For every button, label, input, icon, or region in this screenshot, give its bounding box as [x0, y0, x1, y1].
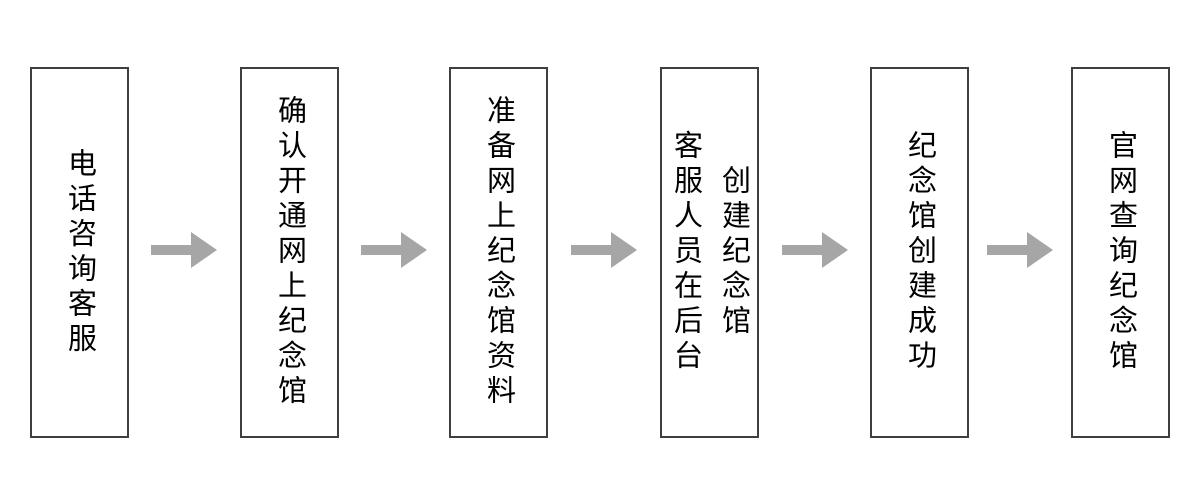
arrow-shaft — [782, 245, 822, 255]
right-arrow-icon — [571, 232, 637, 268]
arrow-head — [401, 232, 427, 268]
flow-step-label: 准备网上纪念馆资料 — [482, 95, 515, 410]
arrow-head — [822, 232, 848, 268]
flow-step-creation-success: 纪念馆创建成功 — [870, 67, 969, 438]
arrow-head — [1027, 232, 1053, 268]
flow-step-label: 官网查询纪念馆 — [1104, 130, 1137, 375]
flow-step-label: 纪念馆创建成功 — [903, 130, 936, 375]
right-arrow-icon — [782, 232, 848, 268]
arrow-shaft — [571, 245, 611, 255]
flow-step-staff-create-backend: 客服人员在后台 创建纪念馆 — [660, 67, 759, 438]
flow-step-prepare-materials: 准备网上纪念馆资料 — [449, 67, 548, 438]
flow-step-label: 客服人员在后台 创建纪念馆 — [669, 130, 750, 375]
right-arrow-icon — [361, 232, 427, 268]
flow-step-phone-consult: 电话咨询客服 — [30, 67, 129, 438]
flow-step-confirm-open: 确认开通网上纪念馆 — [240, 67, 339, 438]
arrow-shaft — [361, 245, 401, 255]
arrow-head — [611, 232, 637, 268]
arrow-shaft — [987, 245, 1027, 255]
right-arrow-icon — [987, 232, 1053, 268]
arrow-shaft — [151, 245, 191, 255]
flow-step-label: 确认开通网上纪念馆 — [273, 95, 306, 410]
arrow-head — [191, 232, 217, 268]
flow-step-query-official-site: 官网查询纪念馆 — [1071, 67, 1170, 438]
right-arrow-icon — [151, 232, 217, 268]
flow-step-label: 电话咨询客服 — [63, 147, 96, 358]
